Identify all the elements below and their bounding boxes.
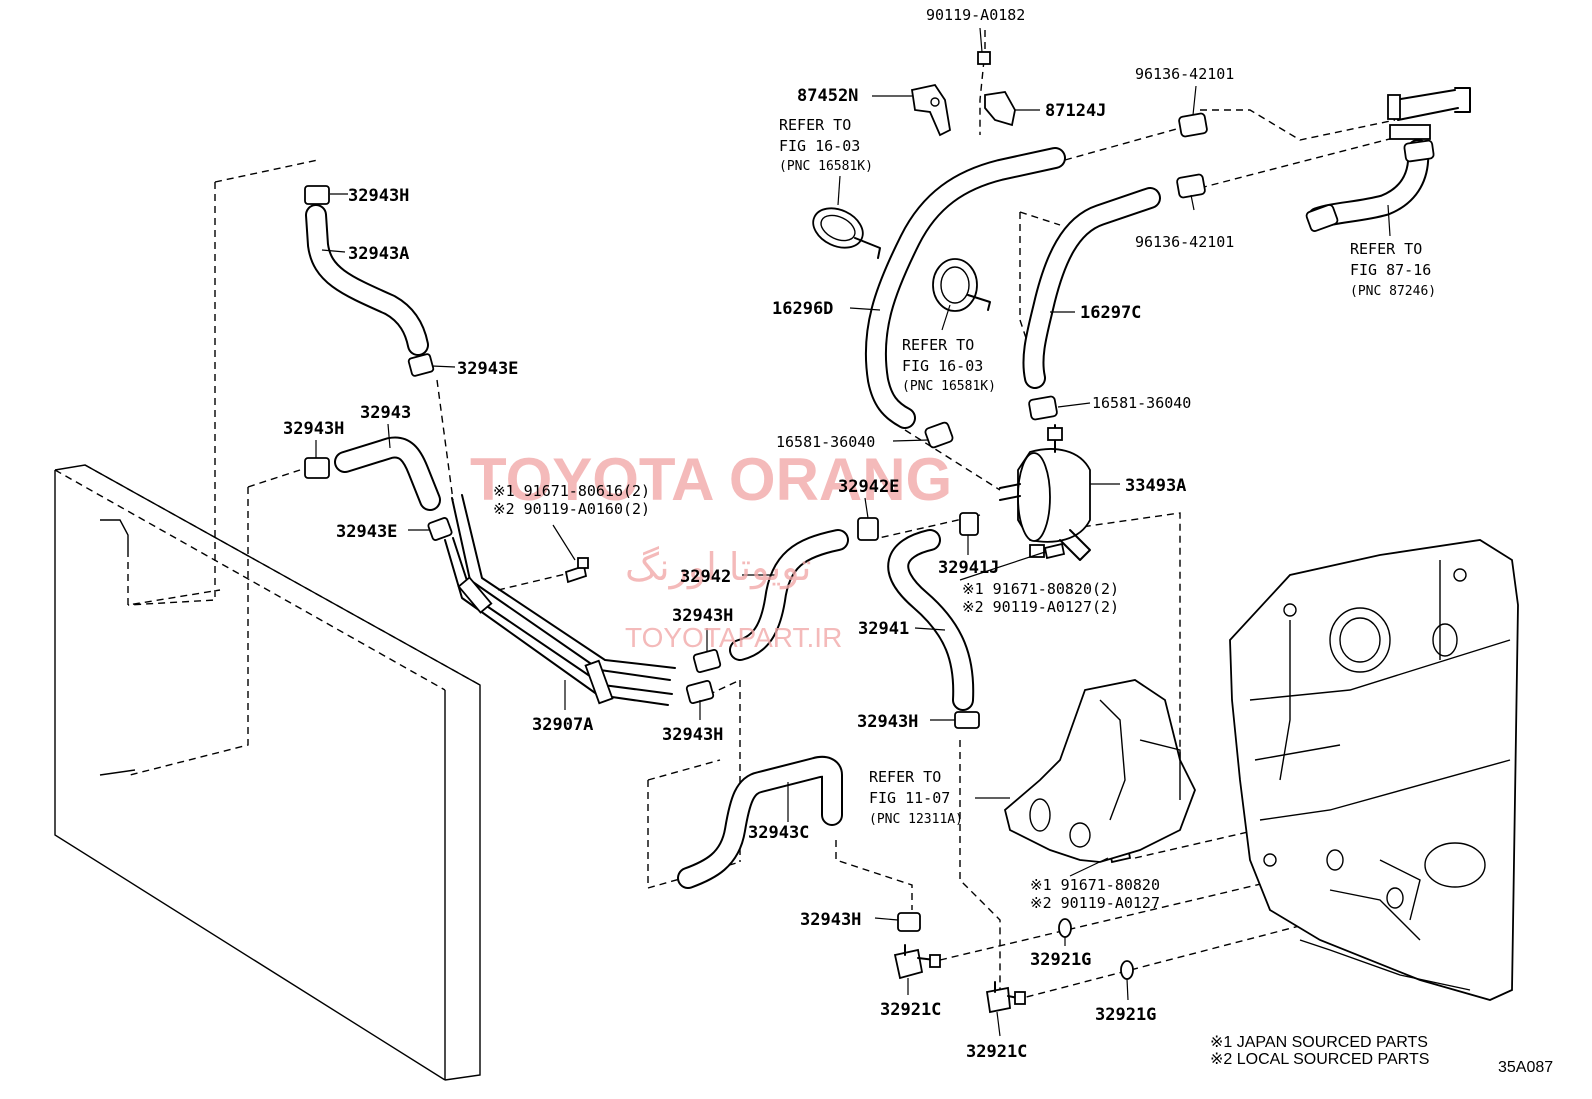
note-bolt-a-2: ※2 90119-A0160(2): [493, 500, 650, 518]
label-32943h-bottom: 32943H: [800, 910, 861, 930]
label-16581-left: 16581-36040: [776, 433, 875, 451]
label-32943h-left: 32943H: [283, 419, 344, 439]
diagram-code: 35A087: [1498, 1059, 1553, 1076]
label-32941j: 32941J: [938, 558, 999, 578]
ref-c-line3: (PNC 87246): [1350, 284, 1436, 299]
ref-d-line3: (PNC 12311A): [869, 812, 963, 827]
label-16296d: 16296D: [772, 299, 833, 319]
watermark-url: TOYOTAPART.IR: [625, 622, 842, 653]
label-32921c-a: 32921C: [880, 1000, 941, 1020]
union-32921c-b: [985, 981, 1026, 1014]
label-32921c-b: 32921C: [966, 1042, 1027, 1062]
hose-32943a: [305, 204, 429, 356]
note-bolt-b-1: ※1 91671-80820(2): [962, 580, 1119, 598]
part-labels: 90119-A0182 87452N 87124J 96136-42101 96…: [283, 6, 1553, 1076]
ref-b-line3: (PNC 16581K): [902, 379, 996, 394]
clamps: [304, 112, 1435, 932]
hose-32943c: [677, 755, 843, 889]
label-96136-bottom: 96136-42101: [1135, 233, 1234, 251]
ref-a-line1: REFER TO: [779, 116, 851, 134]
note-bolt-c-2: ※2 90119-A0127: [1030, 894, 1160, 912]
ref-b-line1: REFER TO: [902, 336, 974, 354]
radiator-outline: [54, 464, 481, 1081]
label-32943h-mid: 32943H: [672, 606, 733, 626]
hose-16297c: [1022, 187, 1161, 389]
label-32921g-b: 32921G: [1095, 1005, 1156, 1025]
guide-lines: [127, 30, 1406, 1001]
label-32943a: 32943A: [348, 244, 409, 264]
oil-cooler-33493a: [999, 424, 1091, 561]
label-33493a: 33493A: [1125, 476, 1186, 496]
hose-32941: [887, 529, 975, 711]
label-32943h-right: 32943H: [857, 712, 918, 732]
ref-a-line3: (PNC 16581K): [779, 159, 873, 174]
legend-local: ※2 LOCAL SOURCED PARTS: [1210, 1051, 1429, 1068]
label-32907a: 32907A: [532, 715, 593, 735]
label-32942e: 32942E: [838, 477, 899, 497]
bolt-90119-a0182: [977, 51, 991, 65]
label-32943e-top: 32943E: [457, 359, 518, 379]
ref-d-line2: FIG 11-07: [869, 789, 950, 807]
hose-clip-a: [812, 207, 881, 259]
hose-16296d: [864, 147, 1066, 429]
bracket-87452n: [910, 83, 951, 137]
note-bolt-c-1: ※1 91671-80820: [1030, 876, 1160, 894]
label-32921g-a: 32921G: [1030, 950, 1091, 970]
pipe-32907a: [444, 494, 676, 706]
legend-japan: ※1 JAPAN SOURCED PARTS: [1210, 1034, 1428, 1051]
label-32943e-mid: 32943E: [336, 522, 397, 542]
ref-b-line2: FIG 16-03: [902, 357, 983, 375]
gaskets-32921g: [1058, 918, 1134, 980]
label-96136-top: 96136-42101: [1135, 65, 1234, 83]
note-bolt-b-2: ※2 90119-A0127(2): [962, 598, 1119, 616]
ref-a-line2: FIG 16-03: [779, 137, 860, 155]
ref-c-line1: REFER TO: [1350, 240, 1422, 258]
leader-lines: [315, 27, 1391, 1037]
watermark-persian: تویوتا اورنگ: [625, 545, 812, 590]
engine-block: [1229, 539, 1519, 1001]
ref-c-line2: FIG 87-16: [1350, 261, 1431, 279]
label-90119-a0182: 90119-A0182: [926, 6, 1025, 24]
label-16297c: 16297C: [1080, 303, 1141, 323]
note-bolt-a-1: ※1 91671-80616(2): [493, 482, 650, 500]
hose-32942: [729, 529, 849, 661]
label-32943c: 32943C: [748, 823, 809, 843]
label-32942: 32942: [680, 567, 731, 587]
ref-d-line1: REFER TO: [869, 768, 941, 786]
watermark-brand: TOYOTA ORANG: [470, 446, 952, 513]
label-32943: 32943: [360, 403, 411, 423]
label-87452n: 87452N: [797, 86, 858, 106]
engine-bracket: [1003, 679, 1196, 863]
label-32941: 32941: [858, 619, 909, 639]
clip-87124j: [984, 91, 1016, 127]
hose-ref-87246: [1307, 87, 1471, 229]
label-32943h-low: 32943H: [662, 725, 723, 745]
union-32921c-a: [893, 944, 941, 980]
hose-clip-b: [932, 258, 991, 312]
label-87124j: 87124J: [1045, 101, 1106, 121]
label-32943h-top: 32943H: [348, 186, 409, 206]
watermark: TOYOTA ORANG تویوتا اورنگ TOYOTAPART.IR: [470, 446, 952, 653]
label-16581-right: 16581-36040: [1092, 394, 1191, 412]
hose-32943: [334, 436, 441, 511]
